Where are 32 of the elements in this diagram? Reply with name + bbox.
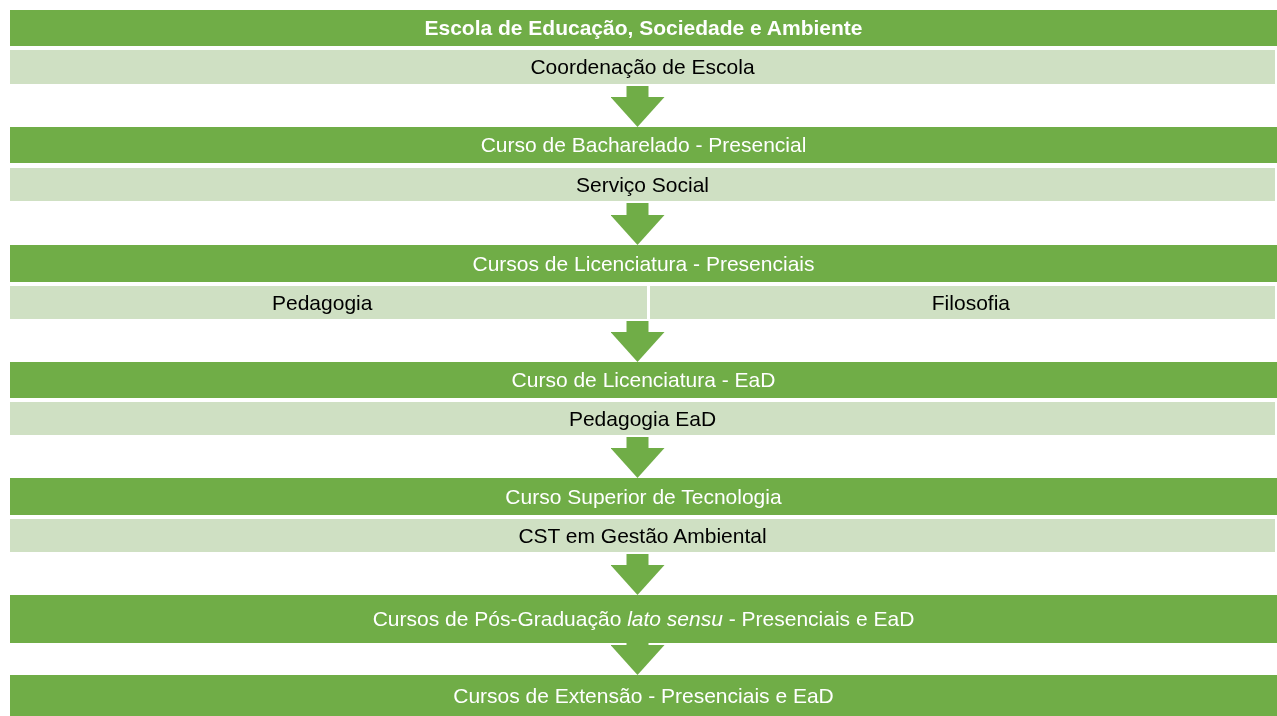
header-band (10, 127, 1277, 163)
sub-band (8, 517, 1277, 554)
arrow (610, 643, 665, 675)
sub-band (648, 284, 1277, 321)
sub-band (8, 166, 1277, 203)
band-text: Cursos de Extensão - Presenciais e EaD (453, 683, 834, 708)
band-text: Coordenação de Escola (530, 55, 755, 79)
arrow (610, 437, 665, 478)
band-text: Curso de Bacharelado - Presencial (480, 133, 807, 157)
band-text: Escola de Educação, Sociedade e Ambiente (424, 16, 863, 40)
band-text: Serviço Social (575, 172, 710, 197)
sub-band (8, 400, 1277, 437)
header-band (10, 362, 1277, 398)
arrow (610, 554, 665, 595)
band-text: Curso Superior de Tecnologia (505, 484, 782, 509)
arrow (610, 321, 665, 362)
band-text: Pedagogia (272, 290, 373, 315)
header-band (10, 245, 1277, 282)
band-text: CST em Gestão Ambiental (518, 523, 767, 548)
band-text: Curso de Licenciatura - EaD (511, 368, 776, 392)
sub-band (8, 48, 1277, 86)
header-band (10, 675, 1277, 716)
band-text: Pedagogia EaD (568, 406, 717, 431)
band-text: Filosofia (931, 290, 1010, 315)
header-band (10, 478, 1277, 515)
header-band (10, 595, 1277, 643)
band-text: Cursos de Licenciatura - Presenciais (472, 251, 815, 276)
arrow (610, 203, 665, 245)
sub-band (8, 284, 649, 321)
band-text: Cursos de Pós-Graduação lato sensu - Presenciais e EaD (372, 607, 915, 631)
arrow (610, 86, 665, 127)
title-band (10, 10, 1277, 46)
